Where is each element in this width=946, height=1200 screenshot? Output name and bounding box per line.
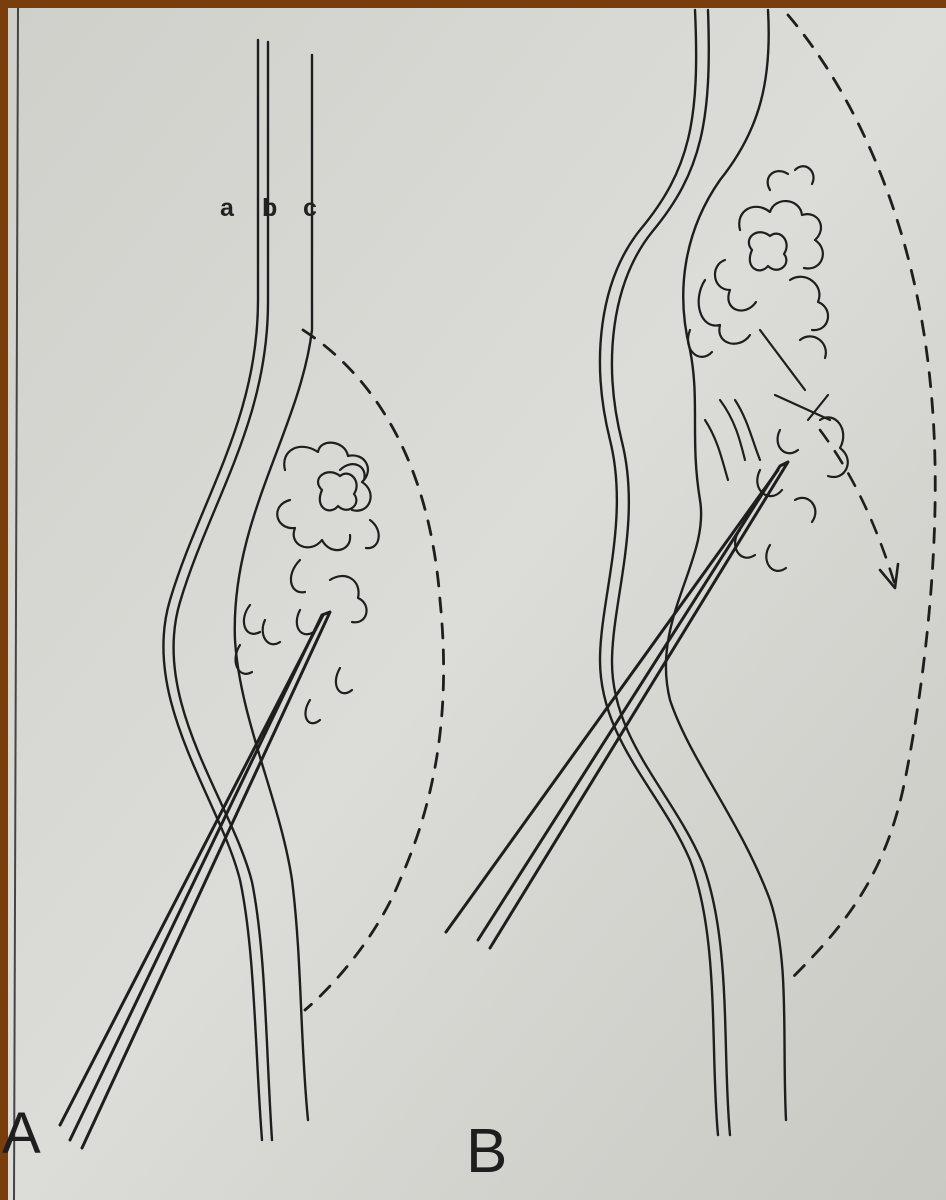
- panel-b-label: B: [466, 1116, 507, 1187]
- paper-page: [8, 8, 946, 1200]
- layer-label-b: b: [262, 194, 277, 223]
- layer-label-a: a: [220, 194, 234, 223]
- layer-label-c: c: [303, 194, 317, 223]
- panel-a-label: A: [2, 1100, 41, 1167]
